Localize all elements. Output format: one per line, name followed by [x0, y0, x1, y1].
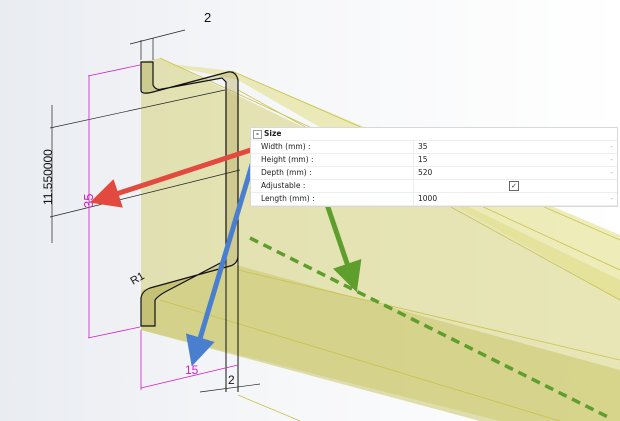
- property-row-height: Height (mm) : 15-: [251, 154, 617, 167]
- magenta-dimension-lines: [87, 64, 239, 390]
- red-arrow: [89, 145, 258, 208]
- property-row-width: Width (mm) : 35-: [251, 141, 617, 154]
- property-label: Width (mm) :: [261, 142, 311, 151]
- spinner-icon[interactable]: -: [610, 194, 613, 203]
- green-dashed-line: [249, 236, 611, 420]
- property-row-adjustable: Adjustable : ✓: [251, 180, 617, 193]
- dim-top-thickness[interactable]: 2: [204, 10, 211, 25]
- dim-width[interactable]: 15: [185, 363, 199, 377]
- profile-web: [225, 255, 239, 392]
- beam-body: [141, 57, 620, 421]
- section-title: Size: [264, 129, 282, 138]
- profile-sketch: [140, 61, 239, 327]
- depth-input[interactable]: 520-: [413, 167, 617, 179]
- spinner-icon[interactable]: -: [610, 142, 613, 151]
- length-input[interactable]: 1000-: [413, 193, 617, 205]
- height-input[interactable]: 15-: [413, 154, 617, 166]
- collapse-toggle[interactable]: -: [253, 129, 262, 139]
- blue-arrow: [185, 157, 257, 367]
- property-row-depth: Depth (mm) : 520-: [251, 167, 617, 180]
- property-row-length: Length (mm) : 1000-: [251, 193, 617, 206]
- black-dimension-lines: [49, 29, 261, 393]
- dim-offset[interactable]: 11.550000: [41, 149, 55, 205]
- size-properties-panel: - Size Width (mm) : 35- Height (mm) : 15…: [250, 127, 618, 207]
- width-input[interactable]: 35-: [413, 141, 617, 153]
- spinner-icon[interactable]: -: [610, 168, 613, 177]
- property-label: Height (mm) :: [261, 155, 314, 164]
- dim-bottom-thickness[interactable]: 2: [228, 373, 235, 387]
- size-section-header[interactable]: - Size: [251, 128, 617, 141]
- dim-height[interactable]: 35: [81, 194, 96, 208]
- spinner-icon[interactable]: -: [610, 155, 613, 164]
- adjustable-checkbox[interactable]: ✓: [509, 181, 519, 191]
- property-label: Depth (mm) :: [261, 168, 312, 177]
- property-label: Adjustable :: [261, 181, 306, 190]
- property-label: Length (mm) :: [261, 194, 315, 203]
